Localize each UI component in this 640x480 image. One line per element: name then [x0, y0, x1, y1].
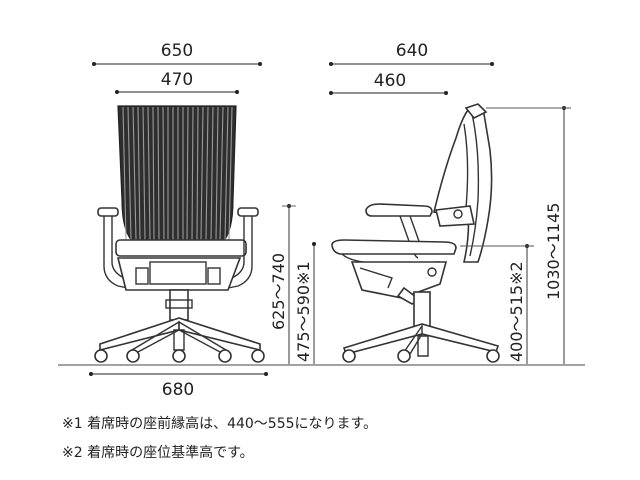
overall-depth-label: 640 — [396, 41, 428, 61]
overall-height-label: 1030〜1145 — [544, 203, 563, 300]
armrest-height-label: 625〜740 — [269, 253, 288, 330]
seat-height-1-label: 475〜590※1 — [294, 261, 313, 362]
seat-depth-dimension: 460 — [329, 71, 448, 95]
front-width-dimension: 650 — [92, 41, 262, 66]
footnote-2: ※2 着席時の座位基準高です。 — [62, 445, 254, 461]
armrest-height-dimension: 625〜740 — [269, 204, 296, 364]
back-width-dimension: 470 — [115, 70, 239, 94]
front-left-armrest — [97, 207, 131, 289]
seat-height-2-label: 400〜515※2 — [507, 261, 526, 362]
seat-height-2-dimension: 400〜515※2 — [460, 244, 534, 364]
overall-width-label: 650 — [161, 41, 193, 61]
front-gas-lift — [169, 289, 189, 321]
overall-depth-dimension: 640 — [329, 41, 494, 66]
front-view-chair — [94, 105, 265, 363]
side-view-chair — [331, 103, 500, 363]
base-width-dimension: 680 — [89, 372, 268, 400]
front-casters — [94, 349, 265, 363]
side-armrest — [365, 203, 433, 217]
front-seat — [115, 239, 247, 257]
overall-height-dimension: 1030〜1145 — [486, 106, 571, 364]
side-backrest — [433, 106, 493, 263]
seat-height-1-dimension: 475〜590※1 — [294, 242, 316, 364]
side-mechanism — [350, 261, 448, 299]
side-seat — [331, 239, 457, 255]
base-width-label: 680 — [162, 380, 194, 400]
back-width-label: 470 — [161, 70, 193, 90]
side-casters — [342, 349, 500, 363]
front-backrest-ribs — [122, 106, 233, 241]
seat-depth-label: 460 — [374, 71, 406, 91]
footnote-1: ※1 着席時の座前縁高は、440〜555になります。 — [62, 416, 378, 432]
